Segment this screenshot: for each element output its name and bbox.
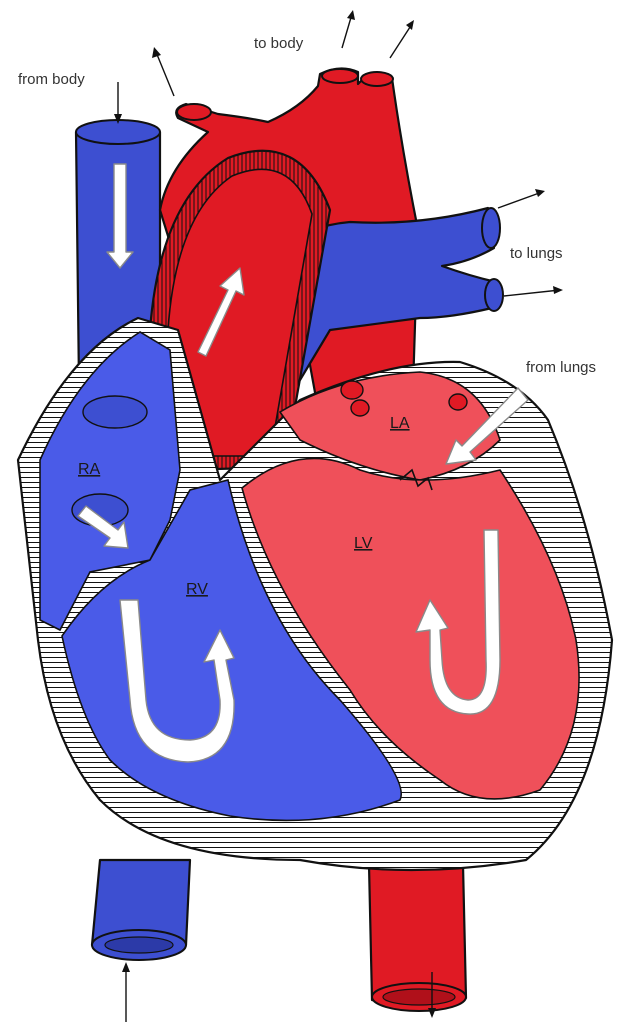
ra-label: RA <box>78 461 101 478</box>
arrow-to-body-1 <box>152 47 174 96</box>
to-body-label: to body <box>254 35 304 52</box>
lv-label: LV <box>354 535 373 552</box>
from-lungs-label: from lungs <box>526 359 596 376</box>
from-body-label: from body <box>18 71 85 88</box>
arrow-ivc-in <box>122 962 130 1022</box>
rv-label: RV <box>186 581 208 598</box>
arrow-from-body-in <box>114 82 122 124</box>
la-label: LA <box>390 415 410 432</box>
arrow-to-body-2 <box>342 10 355 48</box>
to-lungs-label: to lungs <box>510 245 563 262</box>
arrow-to-body-3 <box>390 20 414 58</box>
arrow-to-lungs-2 <box>504 286 563 296</box>
arrow-to-lungs-1 <box>498 189 545 208</box>
